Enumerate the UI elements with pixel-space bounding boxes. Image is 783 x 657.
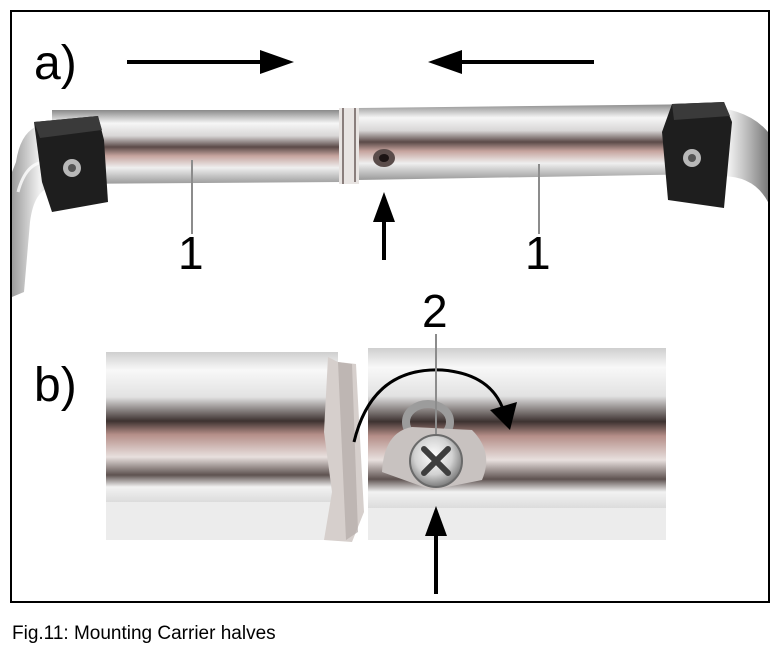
panel-b-label: b) [34, 359, 77, 412]
rotate-arrow [352, 368, 506, 443]
carrier-photo [12, 50, 768, 594]
push-arrows [127, 50, 594, 74]
callout-1-right: 1 [525, 227, 551, 279]
screw-hole-arrow [373, 192, 395, 260]
callout-2: 2 [422, 285, 448, 337]
panel-a-label: a) [34, 37, 77, 90]
panel-b-photo [106, 348, 666, 542]
callout-1-left: 1 [178, 227, 204, 279]
figure-caption: Fig.11: Mounting Carrier halves [12, 623, 276, 644]
rotate-arrowhead [490, 402, 517, 430]
figure-frame: a) b) 1 1 2 [10, 10, 770, 603]
panel-a-photo [12, 102, 768, 298]
screw-arrow [425, 506, 447, 594]
